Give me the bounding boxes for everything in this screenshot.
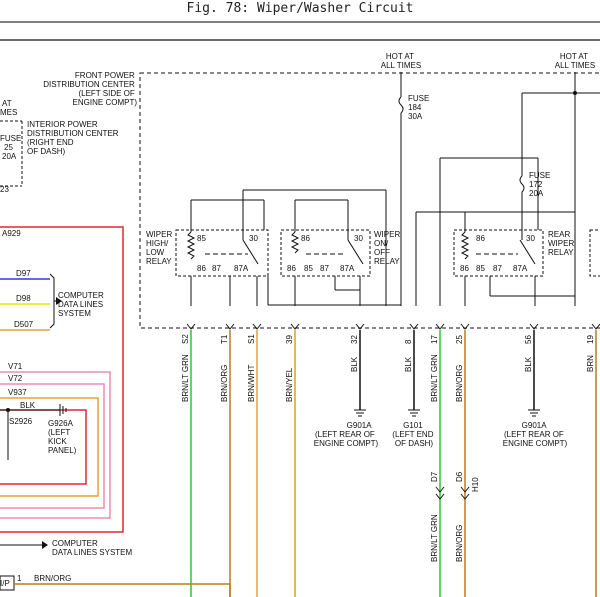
svg-text:87: 87 [493, 264, 502, 273]
svg-text:87A: 87A [513, 264, 528, 273]
interior-pdc-label: INTERIOR POWER DISTRIBUTION CENTER (RIGH… [27, 120, 121, 156]
left-23-label: 23 [0, 185, 9, 194]
svg-text:86: 86 [287, 264, 296, 273]
computer-data-lines-label-2: COMPUTER DATA LINES SYSTEM [52, 539, 133, 557]
s2926-label: S2926 [9, 417, 33, 426]
relay-pin-numbers: 85 30 86 87 87A 86 30 86 85 87 87A 86 30… [197, 234, 535, 273]
wire-color-label: BLK [524, 356, 533, 372]
v937-label: V937 [8, 388, 27, 397]
left-cut-label: AT MES [0, 99, 17, 117]
wire-pin-label: S1 [247, 334, 256, 344]
ground-g901a-2: G901A (LEFT REAR OF ENGINE COMPT) [503, 421, 568, 448]
wiper-hl-relay-label: WIPER HIGH/ LOW RELAY [146, 230, 174, 266]
front-pdc-box [139, 72, 600, 329]
bottom-brn-org-label: BRN/ORG [34, 574, 71, 583]
wire-pin-label: 32 [350, 335, 359, 344]
svg-text:87A: 87A [234, 264, 249, 273]
computer-data-lines-label-1: COMPUTER DATA LINES SYSTEM [58, 291, 106, 318]
wire-pin-label: 19 [586, 335, 595, 344]
d6-label: D6 [455, 471, 464, 482]
wire-color-label: BRN/YEL [285, 367, 294, 402]
ground-g101: G101 (LEFT END OF DASH) [392, 421, 435, 448]
svg-text:30: 30 [526, 234, 535, 243]
wire-pin-label: 8 [404, 339, 413, 344]
blk-left-label: BLK [20, 401, 36, 410]
front-pdc-label: FRONT POWER DISTRIBUTION CENTER (LEFT SI… [43, 71, 137, 107]
g926a-label: G926A (LEFT KICK PANEL) [48, 419, 77, 455]
wire-color-label: BRN/WHT [247, 365, 256, 402]
lower-brn-ltgrn-label: BRN/LT GRN [430, 514, 439, 562]
ground-symbols [354, 409, 540, 417]
d7-label: D7 [430, 471, 439, 482]
svg-text:87: 87 [212, 264, 221, 273]
left-fuse-label: FUSE 25 20A [0, 134, 24, 161]
d507-label: D507 [14, 320, 34, 329]
hot-label-2: HOT AT ALL TIMES [555, 52, 595, 70]
d98-label: D98 [16, 294, 31, 303]
wire-pin-label: 39 [285, 335, 294, 344]
wire-color-label: BLK [350, 356, 359, 372]
wiper-onoff-relay-label: WIPER ON/ OFF RELAY [374, 230, 402, 266]
wire-pin-label: S2 [181, 334, 190, 344]
svg-text:85: 85 [476, 264, 485, 273]
fuse-184-label: FUSE 184 30A [408, 94, 432, 121]
svg-text:86: 86 [460, 264, 469, 273]
a929-label: A929 [2, 229, 21, 238]
wire-color-label: BRN/LT GRN [181, 354, 190, 402]
h10-label: H10 [471, 477, 480, 492]
svg-text:87: 87 [320, 264, 329, 273]
rear-wiper-relay-box [453, 229, 544, 277]
wire-color-label: BRN/ORG [220, 365, 229, 402]
wire-color-label: BRN [586, 355, 595, 372]
wiper-onoff-relay-box [280, 229, 371, 277]
bottom-cut-label: I/P [0, 579, 10, 588]
diagram-title: Fig. 78: Wiper/Washer Circuit [186, 1, 414, 16]
wire-color-label: BRN/LT GRN [430, 354, 439, 402]
wire-color-label: BRN/ORG [455, 365, 464, 402]
connector-row [186, 323, 600, 330]
wire-pin-label: 25 [455, 335, 464, 344]
svg-text:86: 86 [476, 234, 485, 243]
module-red-outline [0, 226, 124, 533]
hot-label-1: HOT AT ALL TIMES [381, 52, 421, 70]
svg-text:85: 85 [304, 264, 313, 273]
wire-pin-label: 17 [430, 335, 439, 344]
svg-text:87A: 87A [340, 264, 355, 273]
svg-text:30: 30 [354, 234, 363, 243]
wire-pin-label: T1 [220, 334, 229, 344]
rear-wiper-relay-label: REAR WIPER RELAY [548, 230, 576, 257]
ground-g901a-1: G901A (LEFT REAR OF ENGINE COMPT) [314, 421, 379, 448]
lower-brn-org-label: BRN/ORG [455, 525, 464, 562]
svg-text:86: 86 [197, 264, 206, 273]
v71-label: V71 [8, 362, 23, 371]
svg-text:85: 85 [197, 234, 206, 243]
d97-label: D97 [16, 269, 31, 278]
wiper-hl-relay-box [175, 229, 269, 277]
svg-text:86: 86 [301, 234, 310, 243]
v72-label: V72 [8, 374, 23, 383]
bottom-pin-label: 1 [17, 574, 22, 583]
svg-text:30: 30 [249, 234, 258, 243]
wire-pin-label: 56 [524, 335, 533, 344]
fuse-172-label: FUSE 172 20A [529, 171, 553, 198]
wire-color-label: BLK [404, 356, 413, 372]
